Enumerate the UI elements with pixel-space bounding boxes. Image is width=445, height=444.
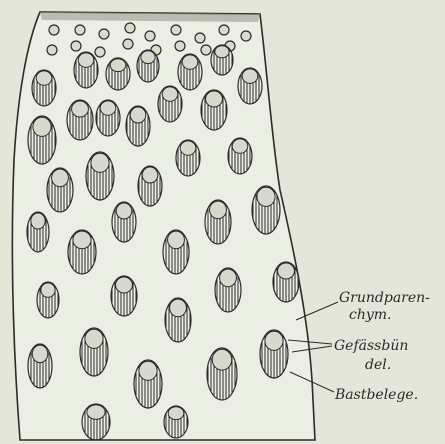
small-bundle [75, 25, 85, 35]
vascular-bundle [252, 186, 280, 234]
vascular-bundle [178, 54, 202, 90]
small-bundle [123, 39, 133, 49]
vascular-bundle [28, 344, 52, 388]
vascular-bundle [207, 348, 237, 400]
small-bundle [125, 23, 135, 33]
label-gefaessbuendel-line1: Gefässbün [334, 338, 408, 354]
small-bundle [195, 33, 205, 43]
vascular-bundle [37, 282, 59, 318]
vascular-bundle [211, 45, 233, 75]
vascular-bundle [215, 268, 241, 312]
small-bundle [201, 45, 211, 55]
small-bundle [175, 41, 185, 51]
vascular-bundle [68, 230, 96, 274]
small-bundle [145, 31, 155, 41]
vascular-bundle [111, 276, 137, 316]
vascular-bundle [273, 262, 299, 302]
vascular-bundle [112, 202, 136, 242]
vascular-bundle [134, 360, 162, 408]
vascular-bundle [158, 86, 182, 122]
small-bundle [47, 45, 57, 55]
vascular-bundle [137, 50, 159, 82]
label-grundparenchym-line1: Grundparen- [339, 290, 430, 306]
small-bundle [71, 41, 81, 51]
label-bastbelege: Bastbelege. [335, 387, 418, 403]
vascular-bundle [86, 152, 114, 200]
vascular-bundle [80, 328, 108, 376]
vascular-bundle [126, 106, 150, 146]
vascular-bundle [164, 406, 188, 438]
vascular-bundle [176, 140, 200, 176]
small-bundle [219, 25, 229, 35]
vascular-bundle [228, 138, 252, 174]
vascular-bundle [32, 70, 56, 106]
vascular-bundle [260, 330, 288, 378]
small-bundle [95, 47, 105, 57]
vascular-bundle [205, 200, 231, 244]
label-grundparenchym-line2: chym. [349, 307, 392, 323]
vascular-bundle [96, 100, 120, 136]
small-bundle [171, 25, 181, 35]
small-bundle [99, 29, 109, 39]
vascular-bundle [138, 166, 162, 206]
vascular-bundle [238, 68, 262, 104]
vascular-bundle [82, 404, 110, 440]
vascular-bundle [163, 230, 189, 274]
vascular-bundle [106, 58, 130, 90]
vascular-bundle [74, 52, 98, 88]
vascular-bundle [201, 90, 227, 130]
small-bundle [49, 25, 59, 35]
vascular-bundle [165, 298, 191, 342]
vascular-bundle [27, 212, 49, 252]
vascular-bundle [47, 168, 73, 212]
small-bundle [241, 31, 251, 41]
vascular-bundle [28, 116, 56, 164]
label-gefaessbuendel-line2: del. [365, 357, 391, 373]
vascular-bundle [67, 100, 93, 140]
